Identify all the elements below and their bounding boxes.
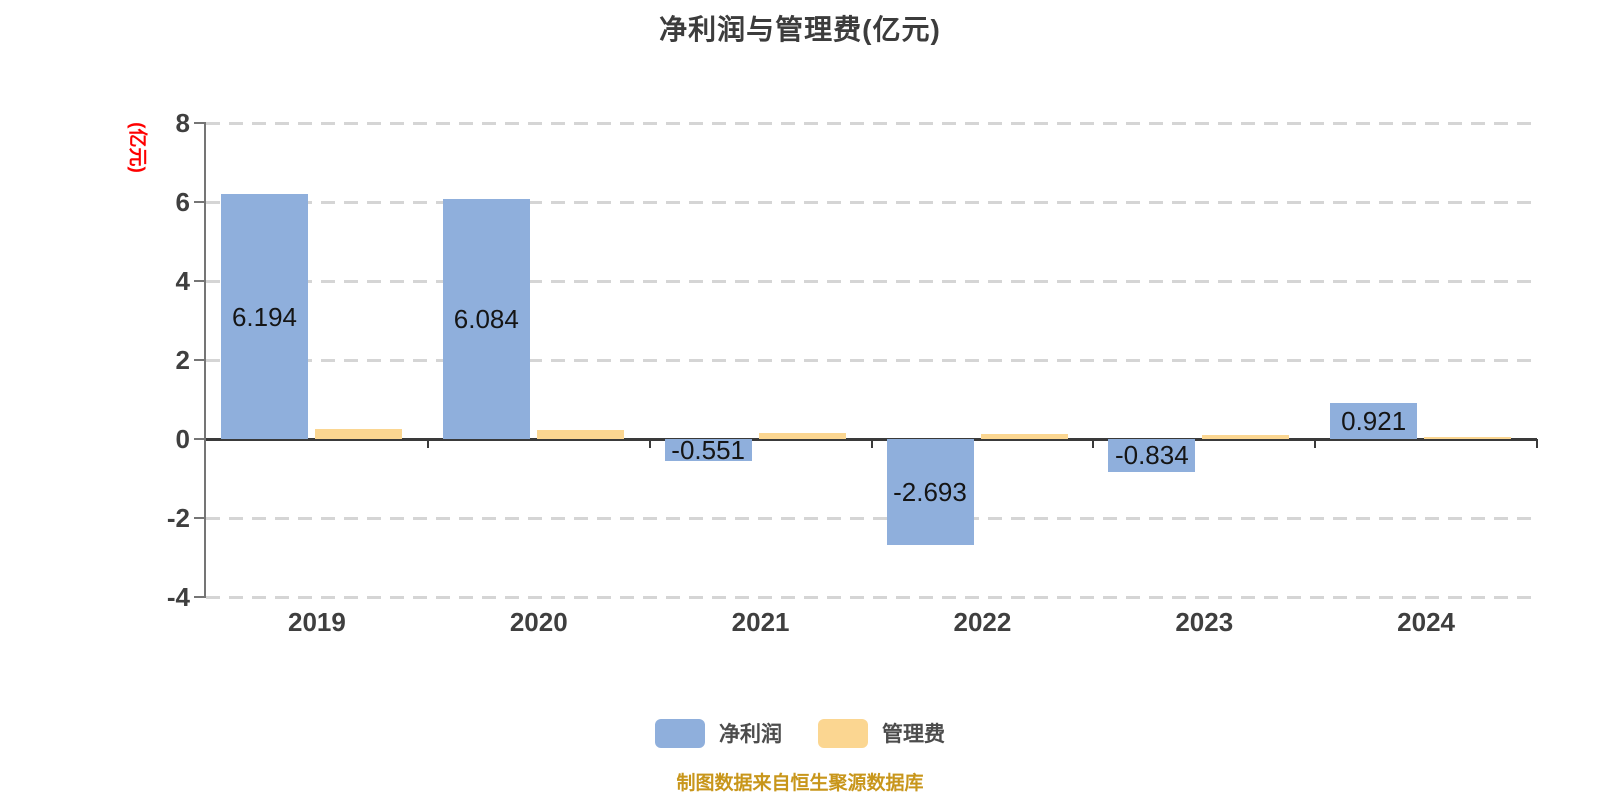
- x-axis-tick-2: [648, 439, 651, 448]
- bar-value-label-net-profit-2024: 0.921: [1341, 405, 1407, 436]
- y-tick-label--4: -4: [166, 582, 190, 612]
- legend-swatch-net-profit: [655, 718, 705, 748]
- bar-management-fee-2019[interactable]: [315, 429, 402, 439]
- bar-net-profit-2020[interactable]: [442, 198, 530, 439]
- y-axis-tick--2: [194, 517, 206, 519]
- x-axis-tick-5: [1314, 439, 1317, 448]
- legend-label-management-fee: 管理费: [882, 723, 945, 746]
- bar-net-profit-2022[interactable]: [886, 439, 974, 546]
- legend-item-management-fee[interactable]: 管理费: [818, 718, 945, 748]
- gridline-6: [206, 200, 1537, 204]
- gridline-4: [206, 279, 1537, 283]
- bar-value-label-net-profit-2022: -2.693: [893, 477, 967, 508]
- y-axis-tick-4: [194, 280, 206, 282]
- x-label-2024: 2024: [1397, 607, 1455, 637]
- gridline--4: [206, 595, 1537, 599]
- bar-value-label-net-profit-2020: 6.084: [453, 303, 519, 334]
- y-tick-label-0: 0: [175, 424, 190, 454]
- gridline-8: [206, 121, 1537, 125]
- x-label-2019: 2019: [287, 607, 346, 637]
- bar-value-label-net-profit-2021: -0.551: [671, 434, 746, 465]
- x-label-2020: 2020: [509, 607, 568, 637]
- x-axis-tick-4: [1092, 439, 1095, 448]
- bar-net-profit-2021[interactable]: [664, 439, 752, 461]
- bar-value-label-net-profit-2023: -0.834: [1114, 440, 1189, 471]
- gridline-2: [206, 358, 1537, 362]
- y-axis-line: [204, 123, 206, 597]
- legend-item-net-profit[interactable]: 净利润: [655, 718, 782, 748]
- bar-management-fee-2022[interactable]: [980, 433, 1068, 439]
- y-tick-label-6: 6: [175, 187, 190, 217]
- data-source-note: 制图数据来自恒生聚源数据库: [676, 773, 924, 794]
- bar-management-fee-2021[interactable]: [758, 432, 846, 439]
- bar-management-fee-2024[interactable]: [1424, 436, 1512, 439]
- y-axis-tick-0: [194, 438, 206, 440]
- legend: 净利润 管理费: [0, 717, 1600, 749]
- y-tick-label-2: 2: [175, 345, 190, 375]
- bar-net-profit-2024[interactable]: [1330, 402, 1418, 439]
- bar-net-profit-2023[interactable]: [1108, 439, 1196, 472]
- legend-label-net-profit: 净利润: [719, 723, 782, 746]
- y-tick-label-4: 4: [175, 266, 190, 296]
- x-axis-tick-1: [426, 439, 429, 448]
- chart-title: 净利润与管理费(亿元): [659, 14, 941, 45]
- x-axis-tick-6: [1536, 439, 1538, 448]
- y-tick-label-8: 8: [175, 108, 190, 138]
- x-label-2022: 2022: [953, 607, 1012, 637]
- bar-management-fee-2023[interactable]: [1202, 434, 1290, 439]
- bar-net-profit-2019[interactable]: [221, 194, 308, 439]
- x-axis-tick-3: [870, 439, 873, 448]
- y-axis-tick--4: [194, 596, 206, 598]
- y-axis-tick-6: [194, 201, 206, 203]
- x-label-2021: 2021: [731, 607, 790, 637]
- legend-swatch-management-fee: [818, 718, 868, 748]
- y-tick-label--2: -2: [166, 503, 190, 533]
- gridline--2: [206, 516, 1537, 520]
- y-axis-tick-2: [194, 359, 206, 361]
- bar-value-label-net-profit-2019: 6.194: [231, 301, 298, 332]
- x-label-2023: 2023: [1175, 607, 1234, 637]
- y-axis-tick-8: [194, 122, 206, 124]
- bar-management-fee-2020[interactable]: [536, 429, 624, 439]
